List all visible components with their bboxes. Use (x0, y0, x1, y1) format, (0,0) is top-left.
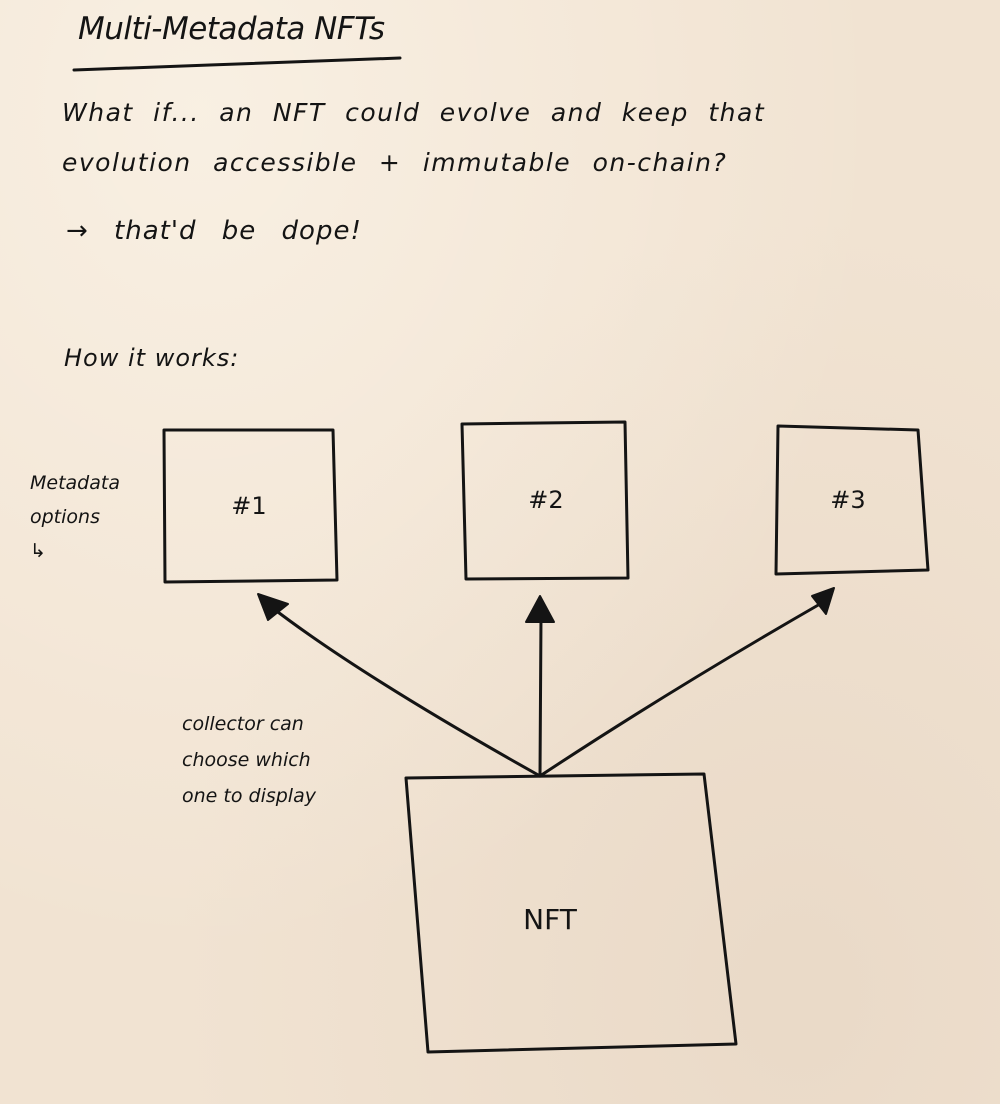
collector-note: collector can choose which one to displa… (182, 706, 382, 814)
box-option-3-label: #3 (830, 486, 866, 514)
how-it-works-heading: How it works: (64, 344, 240, 372)
intro-line-3: → that'd be dope! (66, 216, 362, 246)
arrow-to-option-1 (268, 604, 542, 778)
metadata-options-note: Metadata options ↳ (30, 466, 140, 568)
box-option-2-label: #2 (528, 486, 564, 514)
box-nft (404, 772, 738, 1054)
metadata-options-line-1: Metadata (30, 472, 120, 494)
box-option-1 (162, 428, 339, 584)
arrowhead-option-3 (811, 587, 835, 615)
collector-note-line-1: collector can (182, 713, 304, 735)
collector-note-line-2: choose which (182, 749, 311, 771)
box-option-2 (460, 420, 630, 581)
box-option-1-label: #1 (231, 492, 267, 520)
metadata-options-line-3: ↳ (30, 540, 46, 562)
intro-line-1: What if... an NFT could evolve and keep … (62, 98, 766, 127)
arrow-to-option-2 (538, 614, 543, 778)
box-option-3 (774, 424, 930, 576)
title-underline (72, 56, 402, 72)
arrowhead-option-1 (257, 593, 289, 621)
page-title: Multi-Metadata NFTs (78, 11, 385, 47)
collector-note-line-3: one to display (182, 785, 316, 807)
arrow-to-option-3 (538, 602, 822, 778)
metadata-options-line-2: options (30, 506, 100, 528)
box-nft-label: NFT (523, 903, 577, 936)
arrowhead-option-2 (525, 595, 555, 623)
intro-line-2: evolution accessible + immutable on-chai… (62, 148, 728, 177)
